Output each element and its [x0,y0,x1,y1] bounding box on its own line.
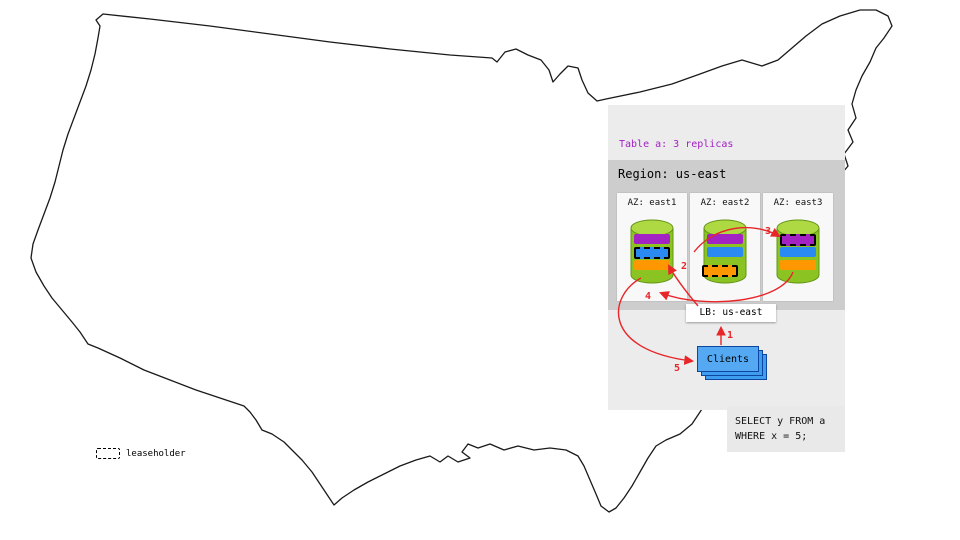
clients-label: Clients [697,346,759,372]
replica-table-b-leaseholder [702,265,738,277]
replica-index-a-leaseholder [634,247,670,259]
leaseholder-legend: leaseholder [96,448,186,459]
replica-table-b [780,260,816,270]
leaseholder-swatch-icon [96,448,120,459]
db-node-east2 [701,218,749,286]
replica-index-a [707,247,743,257]
db-node-east1 [628,218,676,286]
replica-table-a [634,234,670,244]
az-label-east3: AZ: east3 [773,198,823,208]
sql-query-line-1: SELECT y FROM a [735,416,826,427]
az-box-east1: AZ: east1 [617,193,687,301]
region-title: Region: us-east [618,167,727,181]
legend-item-table-a: Table a: 3 replicas [619,139,734,150]
clients-box: Clients [697,346,767,380]
az-label-east2: AZ: east2 [700,198,750,208]
replica-index-a [780,247,816,257]
region-box: Region: us-east AZ: east1 [608,160,845,310]
az-box-east2: AZ: east2 [690,193,760,301]
sql-query-line-2: WHERE x = 5; [735,431,808,442]
leaseholder-legend-label: leaseholder [126,448,186,459]
replica-table-a-leaseholder [780,234,816,246]
load-balancer: LB: us-east [686,304,776,322]
replica-table-b [634,260,670,270]
az-label-east1: AZ: east1 [627,198,677,208]
region-panel: Table a: 3 replicas Index a: 3 replicas … [608,105,845,410]
db-node-east3 [774,218,822,286]
replica-table-a [707,234,743,244]
sql-query: SELECT y FROM a WHERE x = 5; [727,406,845,452]
az-row: AZ: east1 AZ: east2 [617,193,833,301]
az-box-east3: AZ: east3 [763,193,833,301]
